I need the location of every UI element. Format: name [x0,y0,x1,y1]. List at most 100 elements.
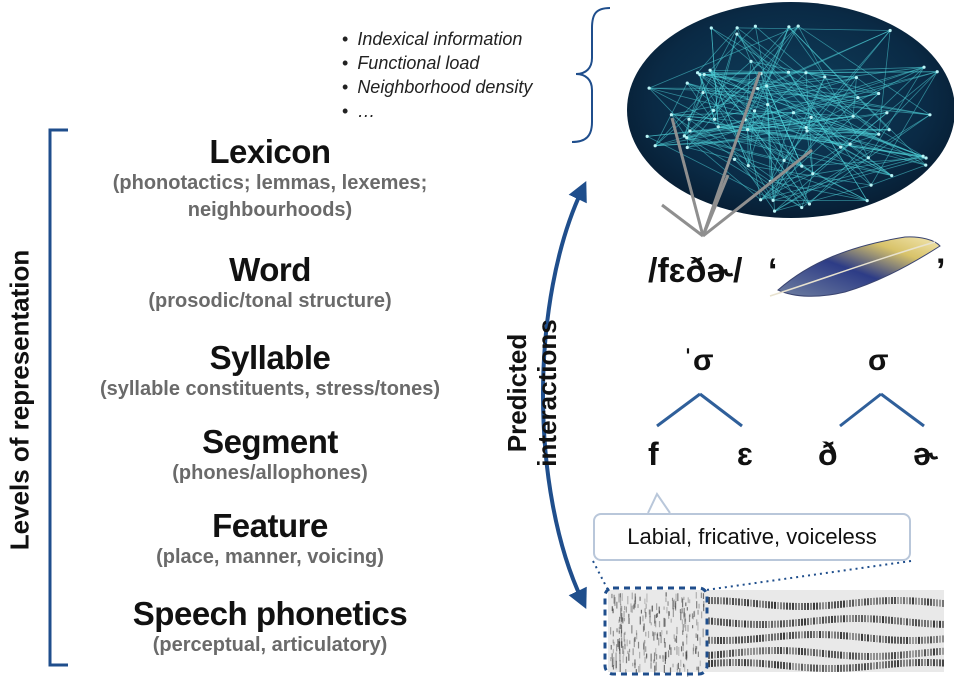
spectrogram-noise [643,649,645,656]
spectrogram-formant [849,632,851,640]
spectrogram-formant [915,619,917,627]
spectrogram-noise [656,603,658,611]
spectrogram-formant [813,664,815,672]
spectrogram-formant [714,651,716,659]
spectrogram-noise [683,596,685,600]
spectrogram-formant [894,660,896,668]
spectrogram-noise [663,606,665,610]
levels-label-wrap: Levels of representation [0,0,40,679]
spectrogram-noise [612,648,614,654]
spectrogram-formant [912,636,914,644]
spectrogram-formant [885,616,887,624]
spectrogram-formant [885,636,887,644]
spectrogram-noise [652,631,654,637]
spectrogram-noise [667,650,670,658]
spectrogram-noise [632,648,634,656]
spectrogram-noise [636,632,638,640]
spectrogram-formant [852,599,854,607]
network-node [735,26,739,30]
spectrogram-formant [936,599,938,607]
spectrogram-formant [837,664,839,672]
spectrogram-noise [681,619,683,625]
spectrogram-formant [780,620,782,628]
level-title: Feature [212,507,328,544]
spectrogram-formant [930,648,932,656]
spectrogram-noise [700,592,702,599]
network-edge [840,146,892,176]
network-edge [737,27,891,31]
network-node [800,164,804,168]
spectrogram-formant [789,662,791,670]
spectrogram-formant [729,649,731,657]
spectrogram-noise [668,611,670,616]
spectrogram-formant [924,619,926,627]
spectrogram-noise [621,605,623,612]
segment-schwar: ɚ [913,436,939,472]
spectrogram-formant [729,619,731,627]
spectrogram-formant [768,601,770,609]
spectrogram-noise [674,601,677,609]
spectrogram-formant [852,664,854,672]
spectrogram-formant [714,636,716,644]
network-edge [773,157,927,201]
spectrogram-formant [846,652,848,660]
network-edge [702,92,930,116]
spectrogram-formant [735,619,737,627]
spectrogram-noise [649,609,651,618]
spectrogram-formant [903,659,905,667]
spectrogram-formant [825,616,827,624]
spectrogram-noise [643,623,645,631]
spectrogram-formant [915,650,917,658]
spectrogram-noise [662,655,664,662]
spectrogram-formant [774,601,776,609]
spectrogram-noise [686,635,688,645]
spectrogram-formant [792,647,794,655]
spectrogram-formant [918,649,920,657]
feature-callout: Labial, fricative, voiceless [593,513,911,561]
network-edge [686,93,879,139]
network-edge [718,126,892,176]
spectrogram-noise [639,596,641,601]
level-subtitle: neighbourhoods) [187,199,353,221]
spectrogram-formant [747,620,749,628]
network-node [712,117,717,121]
spectrogram-noise [633,603,635,610]
spectrogram-formant [807,648,809,656]
spectrogram-formant [873,652,875,660]
spectrogram-noise [624,644,626,650]
spectrogram-formant [849,664,851,672]
spectrogram-noise [675,593,677,602]
level-syllable: Syllable (syllable constituents, stress/… [60,340,480,403]
spectrogram-formant [933,599,935,607]
spectrogram-noise [618,619,620,623]
network-edge [757,76,825,89]
spectrogram-noise [644,656,646,663]
spectrogram-noise [612,608,614,614]
spectrogram-formant [918,636,920,644]
spectrogram-noise [621,641,623,648]
spectrogram-noise [645,603,647,609]
spectrogram-formant [933,620,935,628]
spectrogram-noise [639,651,641,659]
network-node [685,136,689,140]
network-node [645,134,649,138]
spectrogram-formant [789,602,791,610]
spectrogram-formant [939,659,941,667]
spectrogram-formant [912,618,914,626]
network-edge [648,87,691,132]
spectrogram-formant [930,620,932,628]
spectrogram-noise [669,644,671,650]
spectrogram-formant [825,602,827,610]
network-edge [689,130,892,176]
network-edge [760,173,813,201]
spectrogram-formant [849,652,851,660]
spectrogram-noise [682,643,684,651]
network-edge [852,77,857,117]
network-node [890,173,894,178]
network-node [732,157,737,161]
spectrogram-noise [631,592,633,600]
spectrogram-formant [762,634,764,642]
spectrogram-formant [834,615,836,623]
network-node [928,113,932,117]
spectrogram-formant [882,661,884,669]
